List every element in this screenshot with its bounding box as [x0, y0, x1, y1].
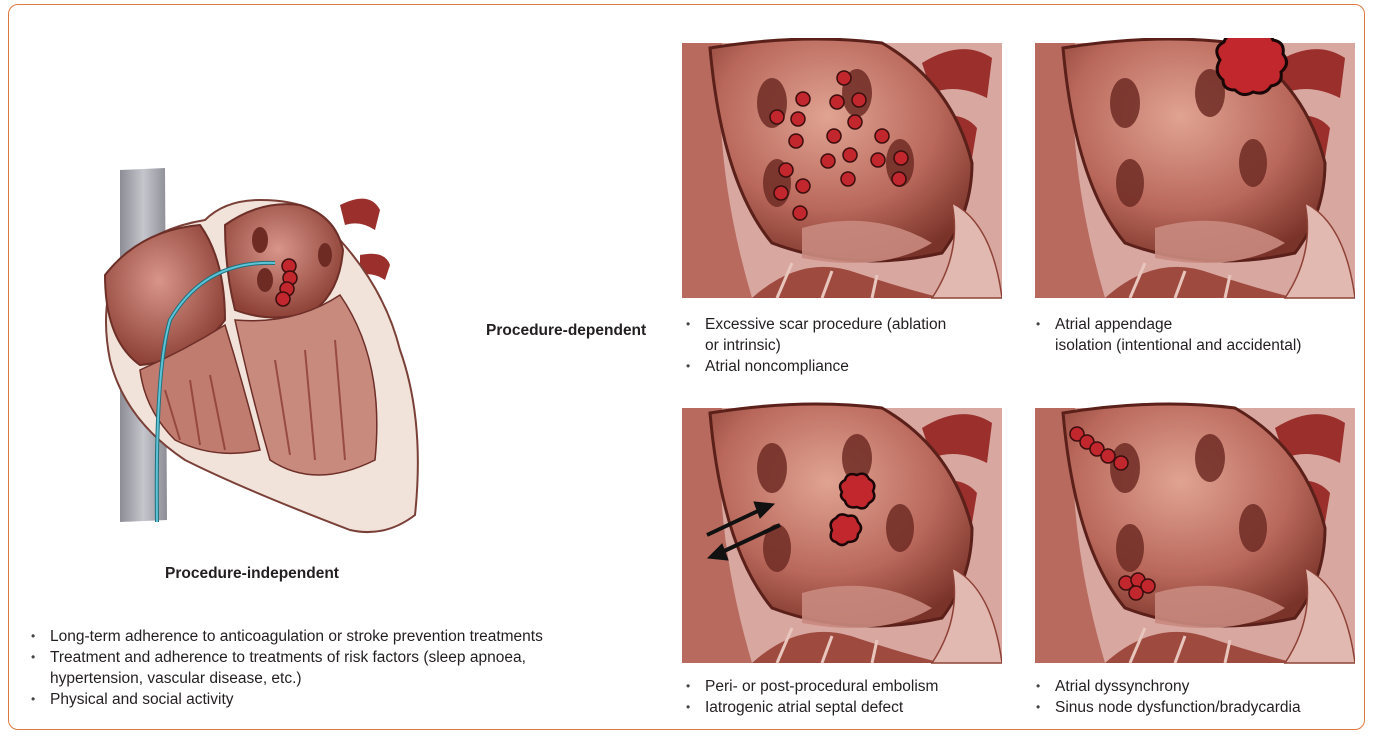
dyssynchrony-caption: Atrial dyssynchrony Sinus node dysfuncti… [1033, 676, 1363, 718]
caption-item: Iatrogenic atrial septal defect [683, 697, 1003, 718]
caption-continuation: or intrinsic) [683, 335, 1003, 356]
caption-item: Atrial noncompliance [683, 356, 1003, 377]
dyssynchrony-illustration [1035, 400, 1355, 670]
caption-item: Sinus node dysfunction/bradycardia [1033, 697, 1363, 718]
procedure-independent-caption: Long-term adherence to anticoagulation o… [28, 626, 668, 710]
appendage-illustration [1035, 38, 1355, 303]
caption-continuation: hypertension, vascular disease, etc.) [28, 668, 668, 689]
caption-item: Treatment and adherence to treatments of… [28, 647, 668, 668]
scar-illustration [682, 38, 1002, 303]
procedure-independent-label: Procedure-independent [165, 565, 339, 583]
caption-item: Atrial dyssynchrony [1033, 676, 1363, 697]
embolism-illustration [682, 400, 1002, 670]
appendage-caption: Atrial appendage isolation (intentional … [1033, 314, 1363, 356]
caption-continuation: isolation (intentional and accidental) [1033, 335, 1363, 356]
procedure-dependent-label: Procedure-dependent [486, 322, 646, 340]
caption-item: Atrial appendage [1033, 314, 1363, 335]
heart-illustration-main [85, 160, 455, 545]
caption-item: Peri- or post-procedural embolism [683, 676, 1003, 697]
caption-item: Physical and social activity [28, 689, 668, 710]
scar-caption: Excessive scar procedure (ablation or in… [683, 314, 1003, 377]
embolism-caption: Peri- or post-procedural embolism Iatrog… [683, 676, 1003, 718]
caption-item: Excessive scar procedure (ablation [683, 314, 1003, 335]
caption-item: Long-term adherence to anticoagulation o… [28, 626, 668, 647]
